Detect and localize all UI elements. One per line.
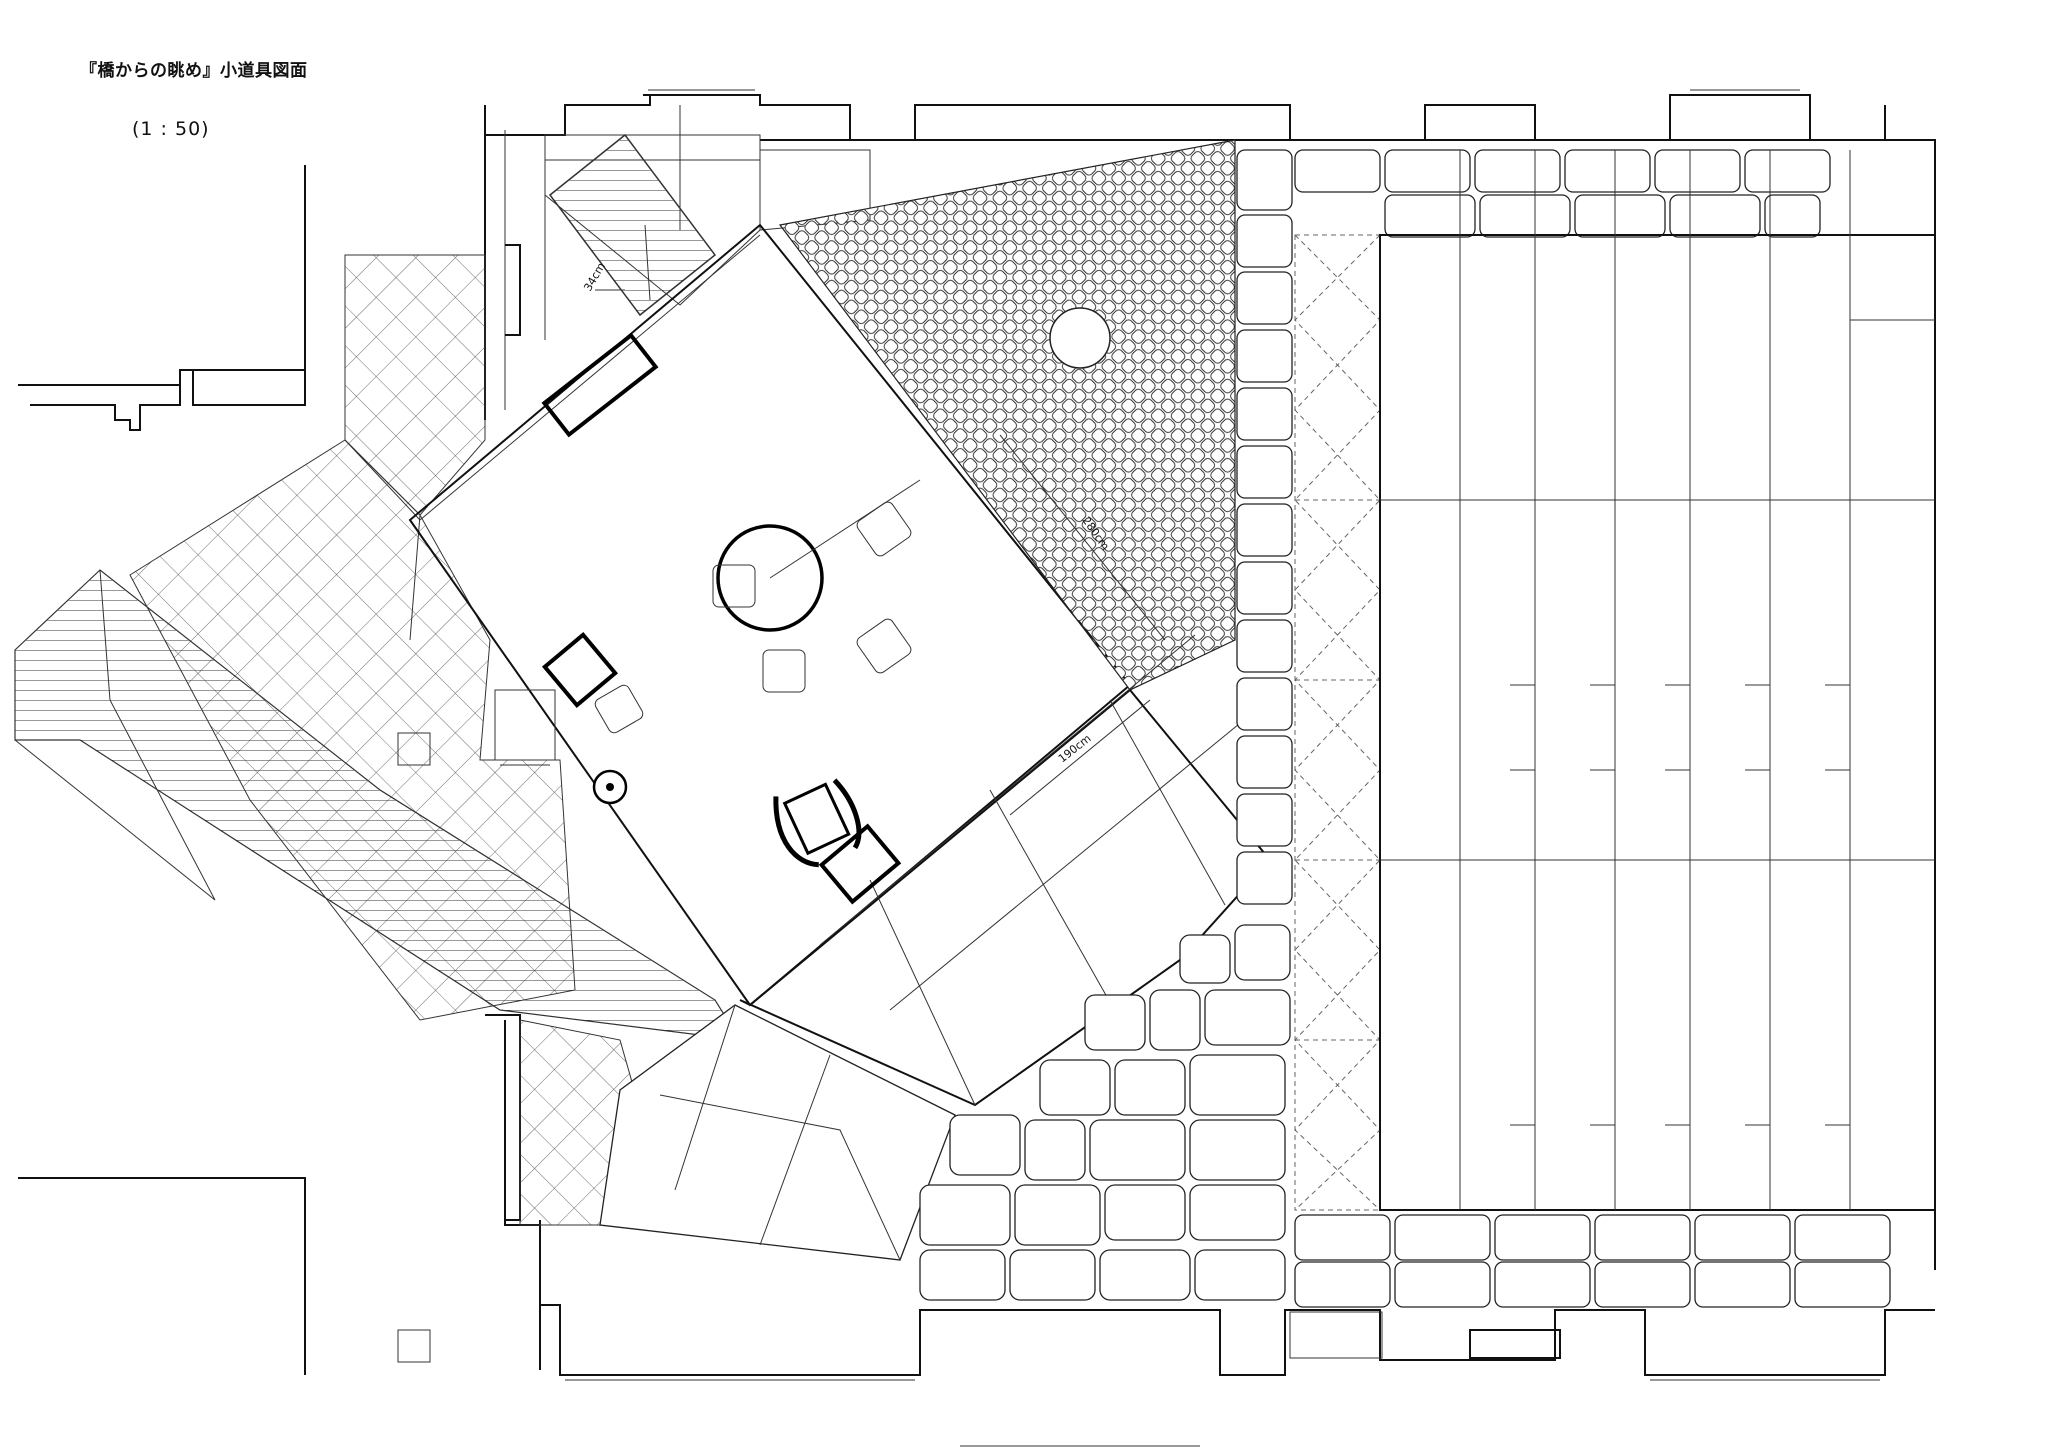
- stool: [594, 684, 644, 734]
- drawing-scale: (1 : 50): [132, 118, 210, 140]
- armchair: [494, 689, 556, 761]
- stone-column: [919, 149, 1293, 1301]
- crate: [541, 631, 619, 709]
- drawing-title: 『橋からの眺め』小道具図面: [80, 61, 308, 81]
- box: [818, 823, 902, 905]
- bench: [541, 332, 659, 438]
- left-tiled-area: [14, 254, 742, 1226]
- top-stone-row: [1294, 149, 1831, 238]
- dim-stair-width: 34cm: [581, 260, 608, 293]
- central-platform: 280cm 190cm: [408, 139, 1272, 1261]
- bottom-stone-row: [1294, 1214, 1891, 1308]
- rocking-chair: [773, 778, 862, 868]
- stool: [712, 564, 756, 608]
- dashed-band: [1294, 234, 1381, 1211]
- stool: [856, 618, 912, 674]
- stool: [762, 649, 806, 693]
- stool: [856, 501, 912, 557]
- floor-planks: [1379, 150, 1936, 1211]
- props: [494, 332, 921, 905]
